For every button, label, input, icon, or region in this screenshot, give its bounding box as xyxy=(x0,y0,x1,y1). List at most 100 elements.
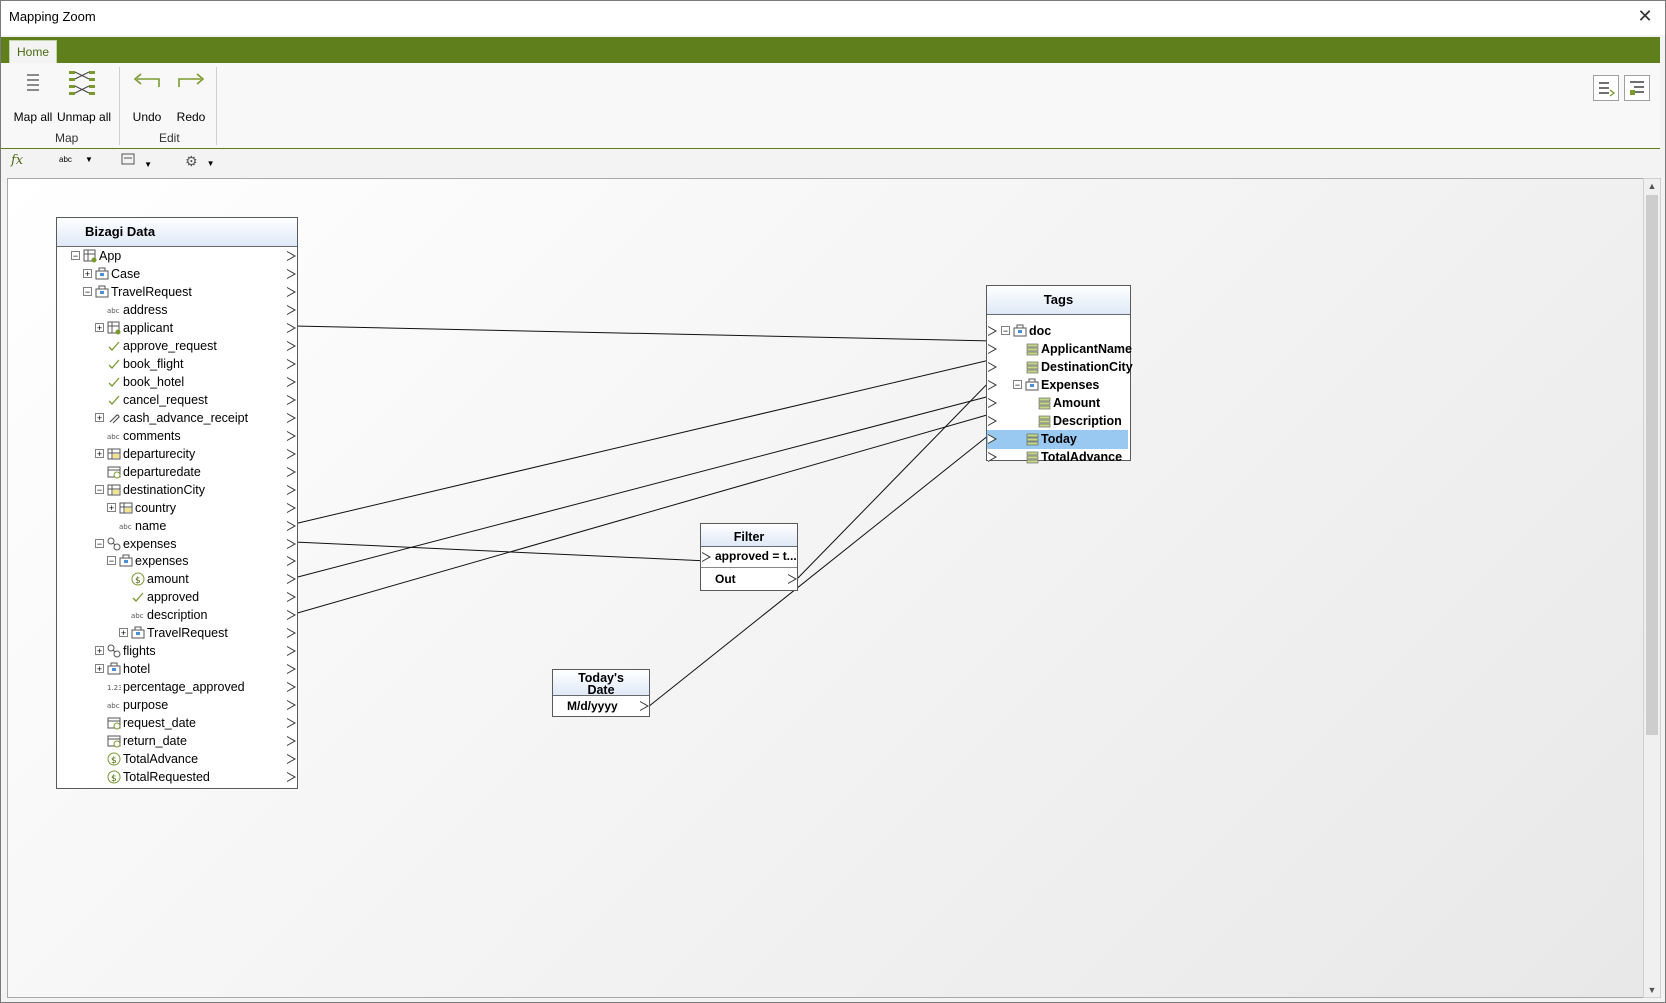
target-port-icon[interactable] xyxy=(988,452,997,462)
source-item-travelrequest[interactable]: −TravelRequest xyxy=(57,283,296,302)
source-item-percentage-approved[interactable]: 1.23percentage_approved xyxy=(57,678,296,697)
link-name-destinationcity[interactable] xyxy=(293,358,995,525)
source-item-app[interactable]: −App xyxy=(57,247,296,266)
undo-button[interactable]: Undo xyxy=(127,67,167,124)
target-port-icon[interactable] xyxy=(988,344,997,354)
source-port-icon[interactable] xyxy=(287,286,296,297)
filter-condition-row[interactable]: approved = t... xyxy=(701,547,797,568)
source-port-icon[interactable] xyxy=(287,700,296,711)
source-port-icon[interactable] xyxy=(287,484,296,495)
source-item-approved[interactable]: approved xyxy=(57,588,296,607)
expand-icon[interactable]: + xyxy=(95,664,104,675)
redo-button[interactable]: Redo xyxy=(171,67,211,124)
source-port-icon[interactable] xyxy=(287,556,296,567)
target-port-icon[interactable] xyxy=(988,326,997,336)
source-item-case[interactable]: +Case xyxy=(57,265,296,284)
source-port-icon[interactable] xyxy=(287,628,296,639)
source-port-icon[interactable] xyxy=(287,754,296,765)
collapse-icon[interactable]: − xyxy=(95,538,104,549)
source-item-totalrequested[interactable]: $TotalRequested xyxy=(57,768,296,787)
expand-tree-button[interactable] xyxy=(1593,75,1619,101)
source-item-book-hotel[interactable]: book_hotel xyxy=(57,373,296,392)
expand-icon[interactable]: + xyxy=(119,628,128,639)
target-port-icon[interactable] xyxy=(988,380,997,390)
filter-function-box[interactable]: Filter approved = t... Out xyxy=(700,523,798,591)
source-port-icon[interactable] xyxy=(287,502,296,513)
expand-icon[interactable]: + xyxy=(107,502,116,513)
source-port-icon[interactable] xyxy=(287,268,296,279)
source-item-destinationcity[interactable]: −destinationCity xyxy=(57,481,296,500)
text-function-dropdown[interactable]: abc ▼ xyxy=(59,153,93,171)
target-port-icon[interactable] xyxy=(988,416,997,426)
date-function-dropdown[interactable]: ▼ xyxy=(121,153,152,171)
source-port-icon[interactable] xyxy=(287,304,296,315)
source-port-icon[interactable] xyxy=(287,682,296,693)
expand-icon[interactable]: + xyxy=(95,448,104,459)
source-port-icon[interactable] xyxy=(287,718,296,729)
target-item-doc[interactable]: −doc xyxy=(987,322,1128,341)
target-item-description[interactable]: Description xyxy=(987,412,1128,431)
link-filter-expenses[interactable] xyxy=(795,376,995,581)
expand-icon[interactable]: + xyxy=(95,322,104,333)
date-output-port-icon[interactable] xyxy=(640,701,649,711)
source-port-icon[interactable] xyxy=(287,376,296,387)
source-port-icon[interactable] xyxy=(287,358,296,369)
link-expenses-filter[interactable] xyxy=(293,541,709,562)
source-item-book-flight[interactable]: book_flight xyxy=(57,355,296,374)
link-description-description[interactable] xyxy=(293,412,995,615)
link-date-today[interactable] xyxy=(647,430,995,708)
source-item-departuredate[interactable]: departuredate xyxy=(57,463,296,482)
source-port-icon[interactable] xyxy=(287,520,296,531)
source-item-country[interactable]: +country xyxy=(57,499,296,518)
collapse-tree-button[interactable] xyxy=(1624,75,1650,101)
target-item-destinationcity[interactable]: DestinationCity xyxy=(987,358,1133,377)
target-item-today[interactable]: Today xyxy=(987,430,1128,449)
source-item-departurecity[interactable]: +departurecity xyxy=(57,445,296,464)
source-port-icon[interactable] xyxy=(287,466,296,477)
scrollbar-thumb[interactable] xyxy=(1646,195,1658,735)
source-port-icon[interactable] xyxy=(287,251,296,261)
today-date-function-box[interactable]: Today's Date M/d/yyyy xyxy=(552,669,650,717)
filter-out-row[interactable]: Out xyxy=(701,568,797,588)
source-item-cash-advance-receipt[interactable]: +cash_advance_receipt xyxy=(57,409,296,428)
target-item-amount[interactable]: Amount xyxy=(987,394,1128,413)
collapse-icon[interactable]: − xyxy=(95,484,104,495)
settings-dropdown[interactable]: ⚙ ▼ xyxy=(185,153,215,171)
link-amount-amount[interactable] xyxy=(293,394,995,579)
collapse-icon[interactable]: − xyxy=(107,556,116,567)
source-port-icon[interactable] xyxy=(287,574,296,585)
source-item-approve-request[interactable]: approve_request xyxy=(57,337,296,356)
source-item-hotel[interactable]: +hotel xyxy=(57,660,296,679)
target-port-icon[interactable] xyxy=(988,362,997,372)
source-item-totaladvance[interactable]: $TotalAdvance xyxy=(57,750,296,769)
source-item-expenses[interactable]: −expenses xyxy=(57,535,296,554)
source-port-icon[interactable] xyxy=(287,430,296,441)
source-port-icon[interactable] xyxy=(287,538,296,549)
source-item-expenses[interactable]: −expenses xyxy=(57,552,296,571)
expand-icon[interactable]: + xyxy=(95,646,104,657)
target-item-expenses[interactable]: −Expenses xyxy=(987,376,1128,395)
source-port-icon[interactable] xyxy=(287,664,296,675)
function-button[interactable]: fx xyxy=(11,153,24,168)
link-applicant-applicantname[interactable] xyxy=(293,325,995,342)
scroll-up-icon[interactable]: ▲ xyxy=(1647,181,1657,191)
source-item-return-date[interactable]: return_date xyxy=(57,732,296,751)
source-port-icon[interactable] xyxy=(287,592,296,603)
source-port-icon[interactable] xyxy=(287,610,296,621)
target-item-applicantname[interactable]: ApplicantName xyxy=(987,340,1132,359)
collapse-icon[interactable]: − xyxy=(83,286,92,297)
source-port-icon[interactable] xyxy=(287,772,296,783)
source-item-travelrequest[interactable]: +TravelRequest xyxy=(57,624,296,643)
source-port-icon[interactable] xyxy=(287,394,296,405)
collapse-icon[interactable]: − xyxy=(71,251,80,261)
date-format-row[interactable]: M/d/yyyy xyxy=(553,696,649,715)
source-item-applicant[interactable]: +applicant xyxy=(57,319,296,338)
source-item-request-date[interactable]: request_date xyxy=(57,714,296,733)
source-item-flights[interactable]: +flights xyxy=(57,642,296,661)
